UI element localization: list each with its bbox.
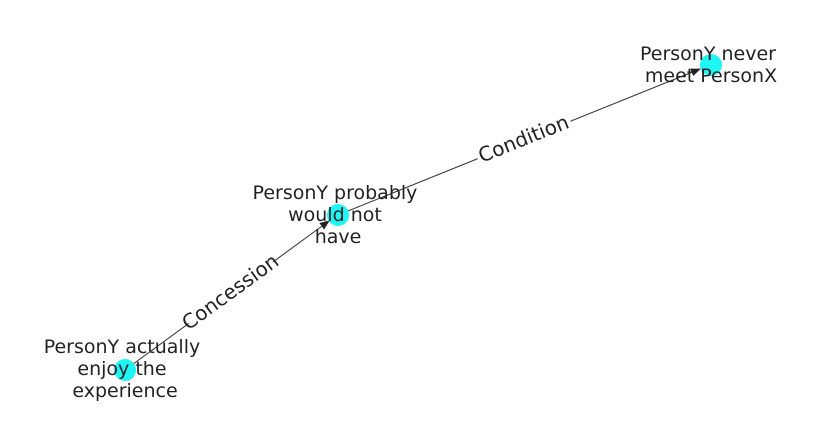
node-persony-never-meet-personx: PersonY never meet PersonX xyxy=(640,43,782,87)
node-persony-would-not-have: PersonY probably would not have xyxy=(253,182,424,248)
edge-label-concession: Concession xyxy=(177,249,283,335)
node-label-line: PersonY probably xyxy=(253,182,418,204)
node-label-line: meet PersonX xyxy=(645,65,777,87)
node-circle xyxy=(700,54,722,76)
node-circle xyxy=(114,359,136,381)
node-circle xyxy=(327,204,349,226)
node-label-line: experience xyxy=(72,380,177,402)
node-label: PersonY never meet PersonX xyxy=(640,43,782,87)
node-label-line: enjoy the xyxy=(77,358,166,380)
node-label-line: would not xyxy=(288,204,382,226)
edge-label-bg xyxy=(181,251,281,335)
node-label: PersonY probably would not have xyxy=(253,182,424,248)
node-label-line: have xyxy=(315,226,362,248)
edge-label-bg xyxy=(472,109,576,171)
node-persony-enjoy-experience: PersonY actually enjoy the experience xyxy=(44,336,207,402)
node-label: PersonY actually enjoy the experience xyxy=(44,336,207,402)
node-label-line: PersonY actually xyxy=(44,336,201,358)
node-label-line: PersonY never xyxy=(640,43,776,65)
